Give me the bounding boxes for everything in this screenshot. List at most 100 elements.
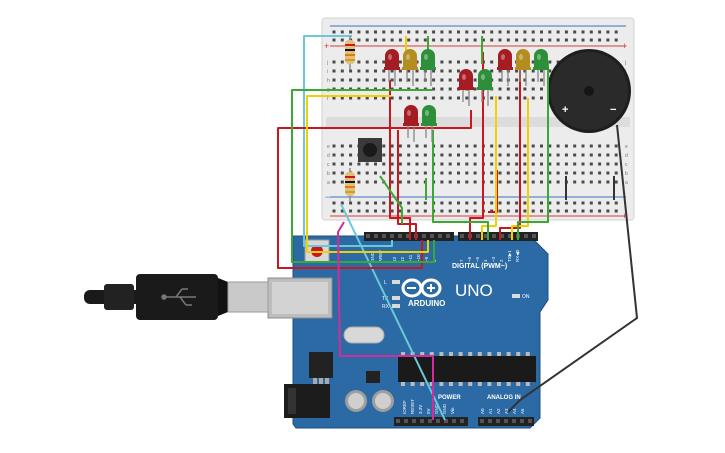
breadboard-hole <box>332 162 336 166</box>
header-pin <box>528 419 532 423</box>
wire-red-top-2 <box>469 52 484 240</box>
breadboard-hole <box>415 144 419 148</box>
breadboard-hole <box>515 201 519 205</box>
breadboard-hole <box>440 38 444 42</box>
breadboard-hole <box>374 30 377 34</box>
breadboard-hole <box>423 201 427 205</box>
breadboard-hole <box>523 201 527 205</box>
breadboard-hole <box>332 180 336 184</box>
breadboard-hole <box>523 209 527 213</box>
breadboard-hole <box>589 171 593 175</box>
breadboard-hole <box>531 180 535 184</box>
header-pin <box>484 234 488 238</box>
breadboard-hole <box>357 201 361 205</box>
breadboard-hole <box>606 162 610 166</box>
breadboard-hole <box>473 38 477 42</box>
breadboard-hole <box>423 162 427 166</box>
analog-pin-label: A2 <box>496 408 501 414</box>
wire-green-4 <box>379 175 403 224</box>
wire-magenta-gnd <box>337 221 434 420</box>
breadboard-hole <box>340 69 344 73</box>
header-pin <box>406 234 410 238</box>
breadboard-hole <box>374 162 377 166</box>
row-letter: j <box>326 60 328 66</box>
breadboard-hole <box>556 30 560 34</box>
breadboard-hole <box>506 144 510 148</box>
breadboard-hole <box>457 162 460 166</box>
digital-pin-label: 7 <box>459 259 464 262</box>
breadboard-hole <box>407 180 411 184</box>
header-pin <box>428 419 432 423</box>
breadboard-hole <box>515 171 519 175</box>
breadboard-hole <box>506 153 510 157</box>
breadboard-hole <box>457 153 460 157</box>
breadboard-hole <box>506 30 510 34</box>
breadboard-hole <box>390 153 394 157</box>
breadboard-hole <box>523 38 527 42</box>
breadboard-hole <box>432 38 436 42</box>
breadboard-hole <box>365 38 369 42</box>
breadboard-hole <box>415 69 419 73</box>
digital-pin-label: ~9 <box>424 256 429 262</box>
breadboard-hole <box>407 30 411 34</box>
breadboard-hole <box>357 60 361 64</box>
breadboard-hole <box>581 209 585 213</box>
breadboard-hole <box>382 60 386 64</box>
breadboard-hole <box>340 144 344 148</box>
breadboard-hole <box>357 209 361 213</box>
digital-pin-label: TX▶1 <box>507 250 512 262</box>
breadboard-hole <box>349 69 353 73</box>
breadboard-hole <box>448 180 452 184</box>
row-letter: f <box>327 96 329 102</box>
header-pin <box>512 419 516 423</box>
breadboard-hole <box>548 153 552 157</box>
usb-cable <box>84 274 269 320</box>
row-letter: e <box>625 144 628 150</box>
breadboard-hole <box>332 201 336 205</box>
breadboard-hole <box>457 96 460 100</box>
breadboard-hole <box>340 162 344 166</box>
breadboard-hole <box>398 38 402 42</box>
breadboard-hole <box>357 69 361 73</box>
led <box>421 105 437 142</box>
breadboard-hole <box>540 87 543 91</box>
breadboard-hole <box>374 78 377 82</box>
row-letter: a <box>327 180 330 186</box>
piezo-buzzer: + − <box>547 49 631 133</box>
wire-red-top-3 <box>499 52 521 240</box>
breadboard-hole <box>340 96 344 100</box>
breadboard-hole <box>473 209 477 213</box>
breadboard-hole <box>606 144 610 148</box>
breadboard-hole <box>332 30 336 34</box>
breadboard-hole <box>531 144 535 148</box>
breadboard-hole <box>440 96 444 100</box>
usb-symbol-icon <box>161 288 196 306</box>
breadboard-hole <box>440 60 444 64</box>
analog-pin-label: A4 <box>512 408 517 414</box>
breadboard-hole <box>340 171 344 175</box>
breadboard-hole <box>540 180 543 184</box>
breadboard-hole <box>390 171 394 175</box>
header-pin <box>476 234 480 238</box>
breadboard-hole <box>340 60 344 64</box>
breadboard-hole <box>423 38 427 42</box>
breadboard-hole <box>349 201 353 205</box>
breadboard-hole <box>448 60 452 64</box>
breadboard-hole <box>515 87 519 91</box>
breadboard-hole <box>540 30 543 34</box>
wire-green-2 <box>432 130 489 240</box>
breadboard-hole <box>448 87 452 91</box>
breadboard-hole <box>589 38 593 42</box>
breadboard-hole <box>340 201 344 205</box>
breadboard-hole <box>332 153 336 157</box>
breadboard-hole <box>531 78 535 82</box>
header-pin <box>444 419 448 423</box>
breadboard-hole <box>581 162 585 166</box>
breadboard-hole <box>490 30 494 34</box>
breadboard-hole <box>556 180 560 184</box>
breadboard-hole <box>457 38 460 42</box>
breadboard-hole <box>390 144 394 148</box>
breadboard-hole <box>523 153 527 157</box>
breadboard-hole <box>357 78 361 82</box>
wire-cyan-button <box>340 203 446 421</box>
